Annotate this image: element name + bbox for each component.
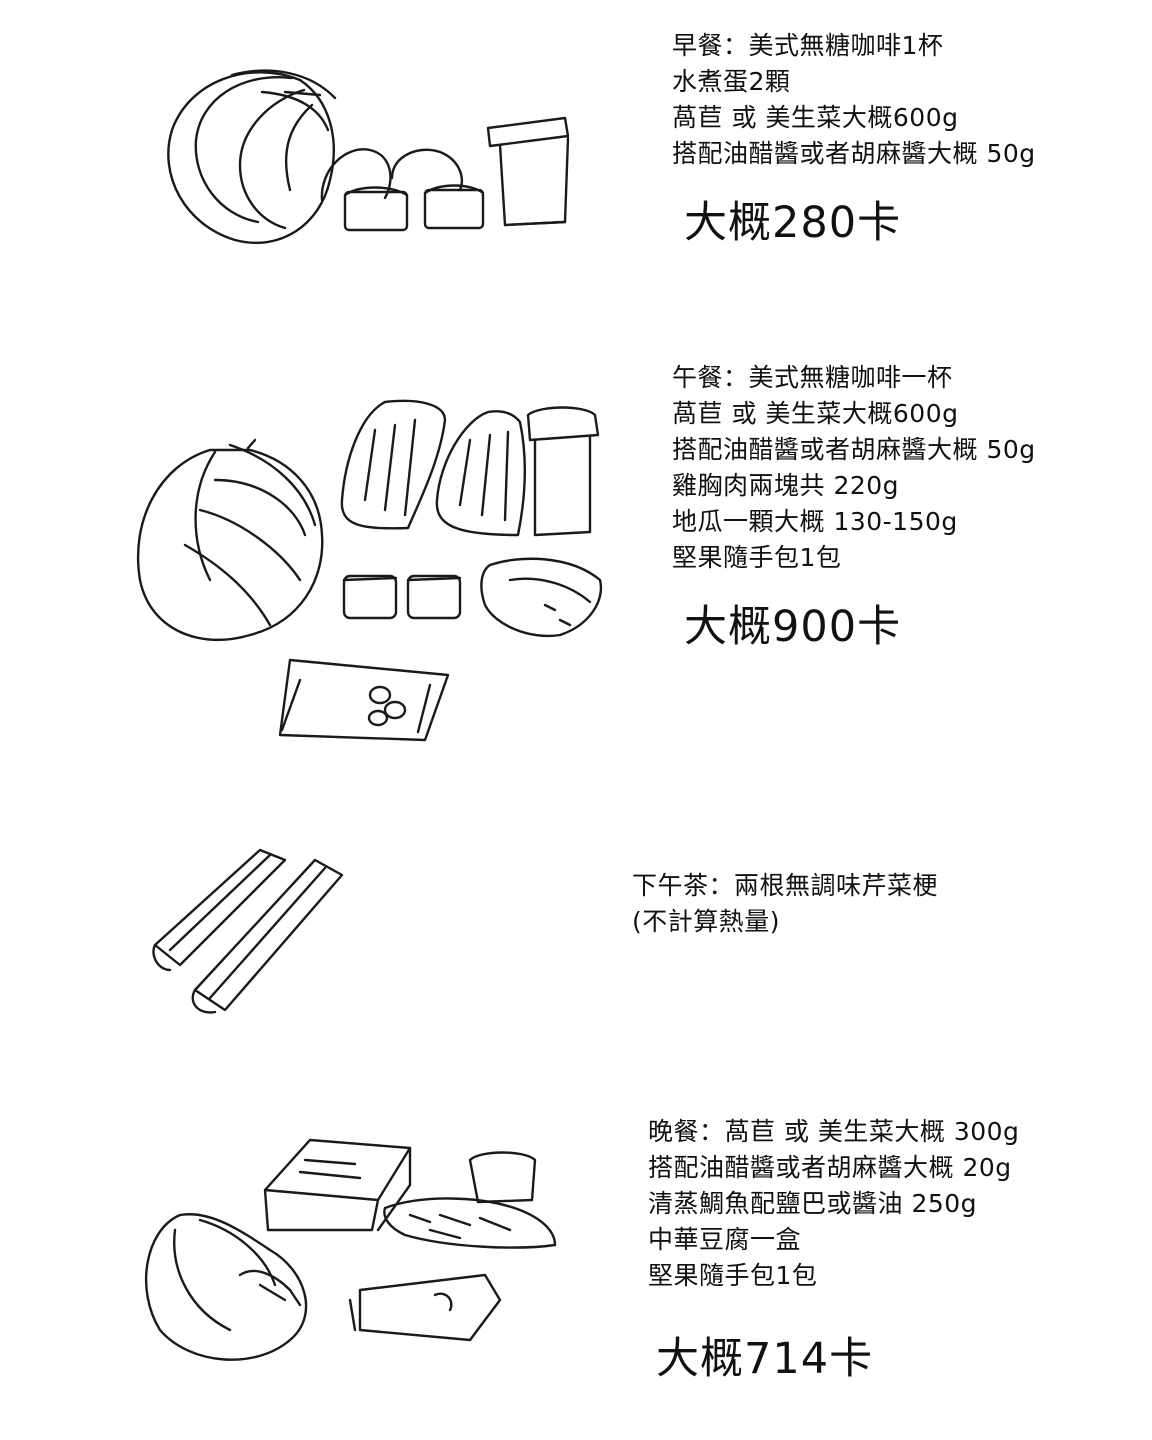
breakfast-sketch (0, 0, 620, 300)
meal-section-breakfast: 早餐：美式無糖咖啡1杯 水煮蛋2顆 萵苣 或 美生菜大概600g 搭配油醋醬或者… (0, 0, 1152, 300)
meal-line: 堅果隨手包1包 (672, 543, 842, 572)
meal-line: 晚餐：萵苣 或 美生菜大概 300g (648, 1117, 1020, 1146)
boiled-egg-icon (320, 148, 409, 232)
tofu-box-icon (263, 1138, 412, 1232)
meal-line: 午餐：美式無糖咖啡一杯 (672, 363, 953, 392)
meal-line: 地瓜一顆大概 130-150g (672, 507, 958, 536)
boiled-egg-icon (390, 148, 485, 230)
meal-line: 堅果隨手包1包 (648, 1261, 818, 1290)
sauce-cup-icon (468, 1151, 537, 1204)
coffee-cup-icon (486, 116, 570, 227)
meal-section-dinner: 晚餐：萵苣 或 美生菜大概 300g 搭配油醋醬或者胡麻醬大概 20g 清蒸鯛魚… (0, 1100, 1152, 1440)
meal-line: 搭配油醋醬或者胡麻醬大概 20g (648, 1153, 1012, 1182)
calorie-total: 大概714卡 (656, 1334, 874, 1384)
meal-line: 早餐：美式無糖咖啡1杯 (672, 31, 944, 60)
dinner-text: 晚餐：萵苣 或 美生菜大概 300g 搭配油醋醬或者胡麻醬大概 20g 清蒸鯛魚… (648, 1114, 1019, 1386)
nut-pack-icon (278, 658, 450, 742)
chicken-breast-icon (435, 410, 526, 537)
meal-section-lunch: 午餐：美式無糖咖啡一杯 萵苣 或 美生菜大概600g 搭配油醋醬或者胡麻醬大概 … (0, 340, 1152, 780)
lunch-text: 午餐：美式無糖咖啡一杯 萵苣 或 美生菜大概600g 搭配油醋醬或者胡麻醬大概 … (672, 360, 1036, 654)
lettuce-icon (144, 1213, 308, 1361)
calorie-total: 大概280卡 (684, 198, 902, 248)
meal-line: (不計算熱量) (632, 907, 781, 936)
afternoon-tea-text: 下午茶：兩根無調味芹菜梗 (不計算熱量) (632, 868, 938, 940)
sweet-potato-icon (480, 557, 603, 638)
meal-line: 萵苣 或 美生菜大概600g (672, 399, 959, 428)
meal-line: 水煮蛋2顆 (672, 67, 791, 96)
chicken-breast-icon (340, 399, 447, 530)
calorie-total: 大概900卡 (684, 602, 902, 652)
nut-pack-icon (348, 1273, 502, 1342)
steamed-fish-icon (383, 1197, 557, 1249)
meal-line: 搭配油醋醬或者胡麻醬大概 50g (672, 139, 1036, 168)
breakfast-text: 早餐：美式無糖咖啡1杯 水煮蛋2顆 萵苣 或 美生菜大概600g 搭配油醋醬或者… (672, 28, 1036, 250)
meal-line: 清蒸鯛魚配鹽巴或醬油 250g (648, 1189, 978, 1218)
sauce-cup-icon (406, 574, 462, 620)
dinner-sketch (0, 1100, 620, 1440)
meal-line: 下午茶：兩根無調味芹菜梗 (632, 871, 939, 900)
celery-stalk-icon (152, 848, 287, 972)
meal-line: 雞胸肉兩塊共 220g (672, 471, 900, 500)
celery-stalk-icon (191, 858, 344, 1014)
lettuce-icon (167, 69, 337, 245)
meal-section-afternoon-tea: 下午茶：兩根無調味芹菜梗 (不計算熱量) (0, 820, 1152, 1040)
coffee-cup-icon (526, 406, 600, 537)
lettuce-icon (136, 438, 324, 642)
sauce-cup-icon (342, 574, 398, 620)
afternoon-tea-sketch (0, 820, 620, 1040)
lunch-sketch (0, 340, 620, 780)
meal-line: 萵苣 或 美生菜大概600g (672, 103, 959, 132)
meal-line: 搭配油醋醬或者胡麻醬大概 50g (672, 435, 1036, 464)
meal-line: 中華豆腐一盒 (648, 1225, 802, 1254)
